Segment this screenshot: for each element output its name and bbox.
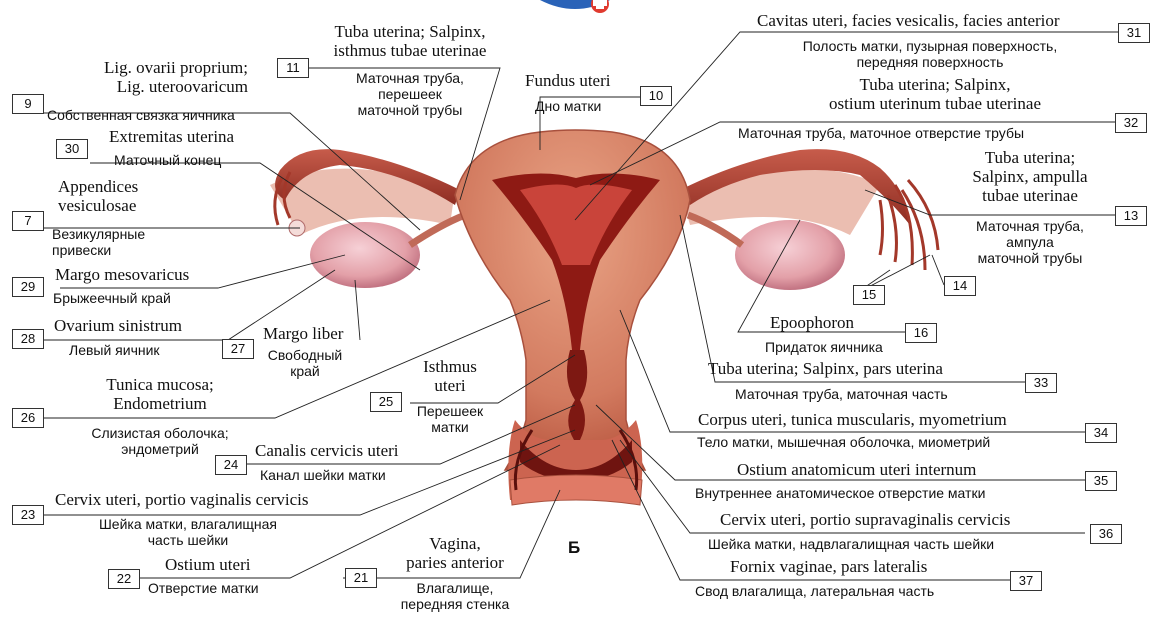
label-ru-24: Канал шейки матки bbox=[260, 467, 386, 483]
label-latin-37: Fornix vaginae, pars lateralis bbox=[730, 557, 927, 576]
label-latin-29: Margo mesovaricus bbox=[55, 265, 189, 284]
number-box-9: 9 bbox=[12, 94, 44, 114]
label-latin-22: Ostium uteri bbox=[165, 555, 250, 574]
label-ru-36: Шейка матки, надвлагалищная часть шейки bbox=[708, 536, 994, 552]
number-box-27: 27 bbox=[222, 339, 254, 359]
vagina-lower bbox=[510, 475, 642, 505]
label-latin-33: Tuba uterina; Salpinx, pars uterina bbox=[708, 359, 943, 378]
number-box-30: 30 bbox=[56, 139, 88, 159]
label-latin-10: Fundus uteri bbox=[525, 71, 610, 90]
number-box-34: 34 bbox=[1085, 423, 1117, 443]
label-ru-9: Собственная связка яичника bbox=[47, 107, 235, 123]
number-box-37: 37 bbox=[1010, 571, 1042, 591]
ovary-left bbox=[310, 222, 420, 288]
label-ru-10: Дно матки bbox=[535, 98, 601, 114]
number-box-15: 15 bbox=[853, 285, 885, 305]
label-latin-9: Lig. ovarii proprium;Lig. uteroovaricum bbox=[78, 58, 248, 96]
label-ru-30: Маточный конец bbox=[114, 152, 221, 168]
label-latin-26: Tunica mucosa;Endometrium bbox=[60, 375, 260, 413]
number-box-14: 14 bbox=[944, 276, 976, 296]
number-box-11: 11 bbox=[277, 58, 309, 78]
label-latin-30: Extremitas uterina bbox=[109, 127, 234, 146]
label-latin-32: Tuba uterina; Salpinx,ostium uterinum tu… bbox=[790, 75, 1080, 113]
label-latin-36: Cervix uteri, portio supravaginalis cerv… bbox=[720, 510, 1010, 529]
number-box-33: 33 bbox=[1025, 373, 1057, 393]
number-box-22: 22 bbox=[108, 569, 140, 589]
label-ru-26: Слизистая оболочка;эндометрий bbox=[50, 425, 270, 457]
label-latin-31: Cavitas uteri, facies vesicalis, facies … bbox=[757, 11, 1060, 30]
label-latin-35: Ostium anatomicum uteri internum bbox=[737, 460, 976, 479]
number-box-36: 36 bbox=[1090, 524, 1122, 544]
number-box-21: 21 bbox=[345, 568, 377, 588]
label-latin-21: Vagina,paries anterior bbox=[380, 534, 530, 572]
label-ru-33: Маточная труба, маточная часть bbox=[735, 386, 948, 402]
label-latin-28: Ovarium sinistrum bbox=[54, 316, 182, 335]
number-box-7: 7 bbox=[12, 211, 44, 231]
number-box-10: 10 bbox=[640, 86, 672, 106]
label-ru-28: Левый яичник bbox=[69, 342, 160, 358]
number-box-31: 31 bbox=[1118, 23, 1150, 43]
figure-letter: Б bbox=[568, 538, 580, 558]
label-latin-23: Cervix uteri, portio vaginalis cervicis bbox=[55, 490, 309, 509]
number-box-13: 13 bbox=[1115, 206, 1147, 226]
label-ru-21: Влагалище,передняя стенка bbox=[380, 580, 530, 612]
number-box-16: 16 bbox=[905, 323, 937, 343]
label-ru-29: Брыжеечный край bbox=[53, 290, 171, 306]
number-box-32: 32 bbox=[1115, 113, 1147, 133]
label-latin-34: Corpus uteri, tunica muscularis, myometr… bbox=[698, 410, 1007, 429]
label-ru-34: Тело матки, мышечная оболочка, миометрий bbox=[697, 434, 990, 450]
label-latin-16: Epoophoron bbox=[770, 313, 854, 332]
number-box-24: 24 bbox=[215, 455, 247, 475]
ovary-right bbox=[735, 220, 845, 290]
label-latin-11: Tuba uterina; Salpinx,isthmus tubae uter… bbox=[305, 22, 515, 60]
label-latin-24: Canalis cervicis uteri bbox=[255, 441, 399, 460]
label-ru-31: Полость матки, пузырная поверхность,пере… bbox=[750, 38, 1110, 70]
label-ru-37: Свод влагалища, латеральная часть bbox=[695, 583, 934, 599]
number-box-23: 23 bbox=[12, 505, 44, 525]
number-box-28: 28 bbox=[12, 329, 44, 349]
label-ru-16: Придаток яичника bbox=[765, 339, 883, 355]
label-ru-35: Внутреннее анатомическое отверстие матки bbox=[695, 485, 985, 501]
number-box-26: 26 bbox=[12, 408, 44, 428]
label-latin-27: Margo liber bbox=[263, 324, 343, 343]
number-box-35: 35 bbox=[1085, 471, 1117, 491]
number-box-29: 29 bbox=[12, 277, 44, 297]
logo-fragment bbox=[540, 0, 610, 13]
label-ru-32: Маточная труба, маточное отверстие трубы bbox=[738, 125, 1024, 141]
label-ru-22: Отверстие матки bbox=[148, 580, 259, 596]
